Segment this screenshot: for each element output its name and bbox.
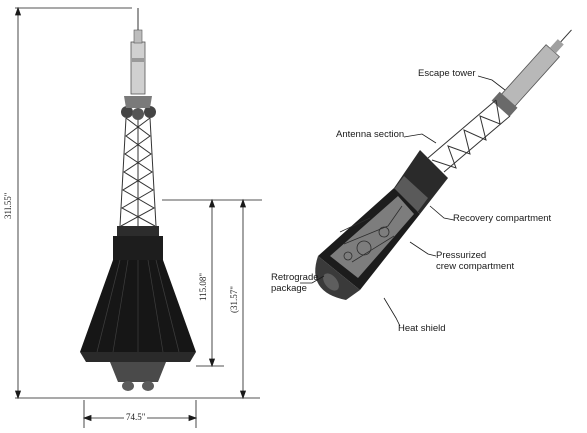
leader-pressurized bbox=[409, 241, 437, 257]
cone-shingle-lines bbox=[96, 259, 180, 353]
cutaway-recovery-interior bbox=[392, 176, 428, 214]
retro-rocket-left bbox=[122, 381, 134, 391]
label-retrograde: Retrograde package bbox=[271, 272, 319, 295]
cutaway-heat-shield bbox=[315, 256, 360, 300]
side-view-capsule bbox=[80, 8, 196, 391]
heat-shield-base bbox=[80, 352, 196, 362]
nose-arrow-bottom bbox=[239, 390, 247, 400]
cutaway-retro-pack bbox=[323, 273, 339, 291]
dimension-lines bbox=[14, 6, 262, 428]
label-retrograde-line1: Retrograde bbox=[271, 272, 319, 283]
escape-rocket-band bbox=[132, 58, 144, 62]
leader-escape-tower bbox=[477, 75, 506, 91]
escape-nozzle-center bbox=[132, 108, 144, 120]
retro-rocket-right bbox=[142, 381, 154, 391]
leader-antenna-section bbox=[403, 133, 437, 144]
width-arrow-right bbox=[188, 414, 198, 422]
cutaway-escape-rocket bbox=[491, 29, 572, 117]
retro-pack bbox=[110, 362, 166, 382]
escape-nozzle-right bbox=[144, 106, 156, 118]
overall-arrow-bottom bbox=[14, 390, 22, 400]
recovery-cylinder bbox=[113, 236, 163, 260]
escape-motor-housing bbox=[124, 96, 152, 108]
base-diameter-label: 74.5" bbox=[124, 412, 148, 422]
label-retrograde-line2: package bbox=[271, 282, 307, 294]
antenna-canister bbox=[117, 226, 159, 236]
capsule-arrow-bottom bbox=[208, 358, 216, 368]
capsule-height-label: 115.08" bbox=[198, 272, 208, 301]
nose-arrow-top bbox=[239, 198, 247, 208]
escape-nozzle-left bbox=[121, 106, 133, 118]
callout-leaders bbox=[300, 75, 506, 327]
cutaway-capsule bbox=[315, 29, 572, 300]
escape-tower-truss bbox=[119, 117, 157, 227]
leader-retrograde bbox=[300, 275, 325, 284]
label-pressurized-line1: Pressurized bbox=[436, 250, 487, 261]
label-heat-shield: Heat shield bbox=[398, 323, 446, 334]
escape-rocket-body bbox=[130, 41, 146, 95]
capsule-nose-height-label: (31.57" bbox=[229, 286, 239, 313]
leader-recovery-compartment bbox=[429, 205, 455, 221]
overall-arrow-top bbox=[14, 6, 22, 16]
cutaway-interior-detail bbox=[339, 205, 403, 263]
overall-height-label: 31l.55" bbox=[3, 192, 13, 219]
label-pressurized-line2: crew compartment bbox=[436, 260, 515, 272]
label-antenna-section: Antenna section bbox=[336, 129, 405, 140]
leader-heat-shield bbox=[383, 297, 401, 327]
width-arrow-left bbox=[82, 414, 92, 422]
escape-rocket-tip bbox=[133, 29, 143, 44]
capsule-arrow-top bbox=[208, 198, 216, 208]
cutaway-tower-truss bbox=[427, 99, 511, 173]
label-pressurized: Pressurized crew compartment bbox=[436, 250, 515, 273]
label-recovery-compartment: Recovery compartment bbox=[453, 213, 552, 224]
cutaway-crew-interior bbox=[330, 196, 414, 278]
label-escape-tower: Escape tower bbox=[418, 68, 476, 79]
